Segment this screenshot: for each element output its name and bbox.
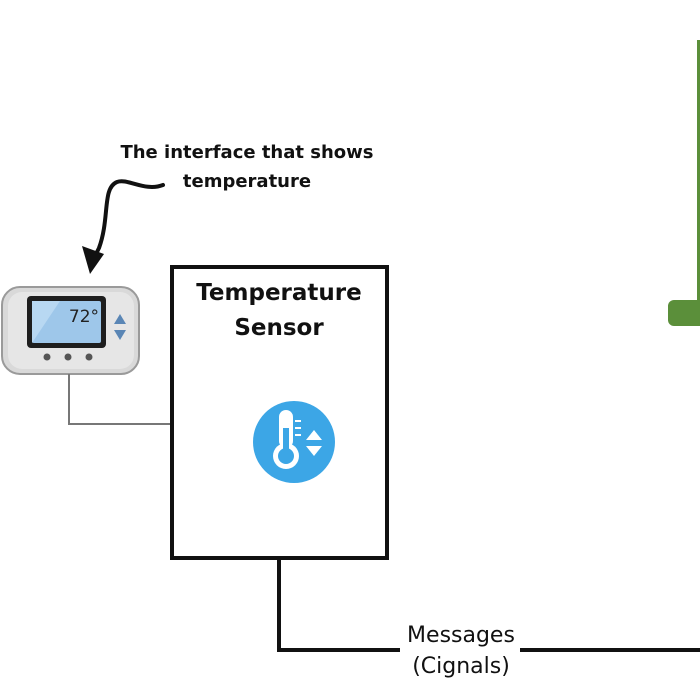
thermostat-display: 72° [69,307,99,327]
edge-label-line-2: (Cignals) [412,654,510,679]
messages-connector-line [277,558,400,652]
thermometer-up-down-icon [253,401,335,483]
partial-green-element [668,40,700,326]
annotation-arrow [82,179,165,274]
sensor-title-line-2: Sensor [234,315,324,341]
edge-label-line-1: Messages [407,623,515,648]
thermostat-icon: 72° [1,286,140,375]
thermostat-connector-line [68,374,172,425]
annotation-line-1: The interface that shows [120,142,373,163]
annotation-line-2: temperature [183,171,311,192]
sensor-title-line-1: Temperature [196,280,361,306]
